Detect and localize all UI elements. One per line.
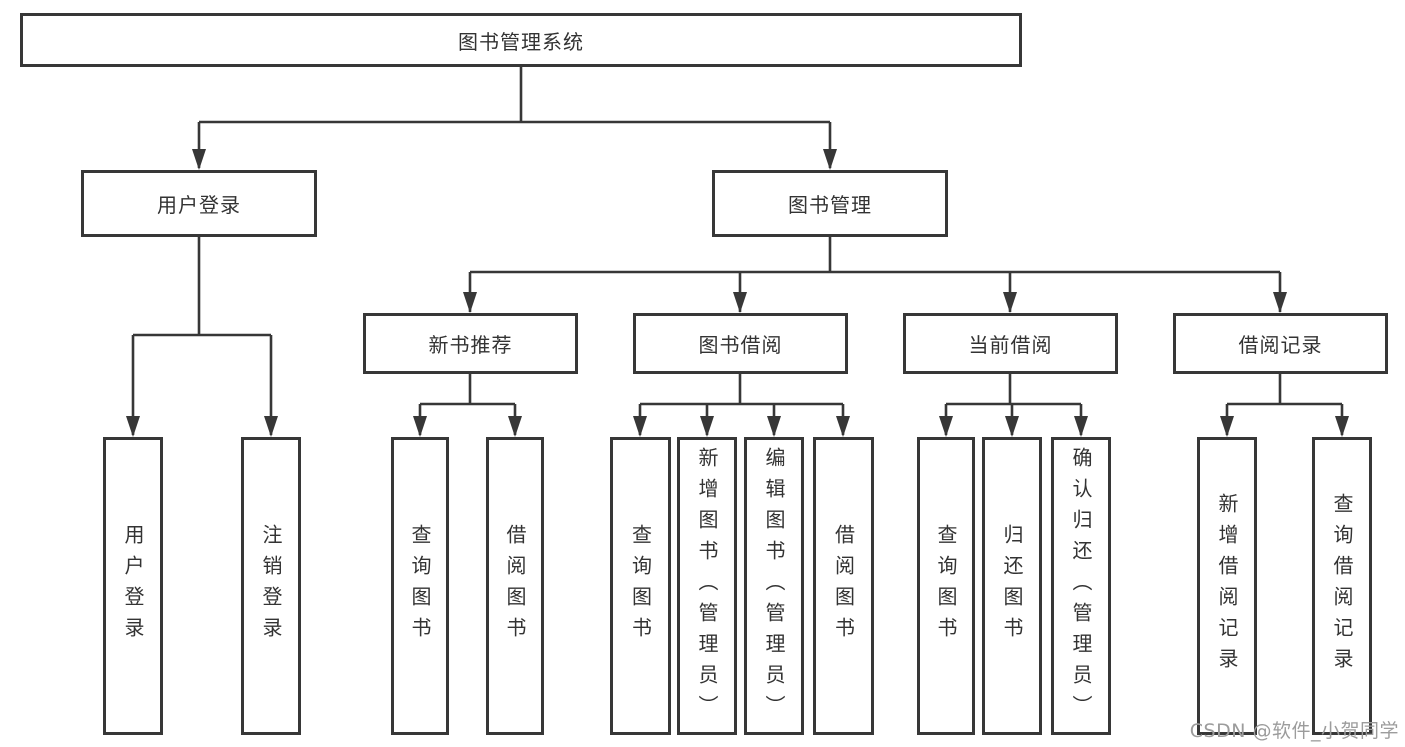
leaf-borrow-books-recommend: 借阅图书 [486, 437, 544, 735]
node-book-borrow: 图书借阅 [633, 313, 848, 374]
node-label: 用户登录 [157, 193, 241, 217]
node-label: 图书管理 [788, 193, 872, 217]
node-label: 注销登录 [259, 524, 283, 648]
node-label: 用户登录 [121, 524, 145, 648]
leaf-query-books-current: 查询图书 [917, 437, 975, 735]
node-label: 编辑图书（管理员） [762, 446, 786, 726]
leaf-confirm-return-admin: 确认归还（管理员） [1051, 437, 1111, 735]
node-book-management: 图书管理 [712, 170, 948, 237]
node-label: 借阅图书 [503, 524, 527, 648]
leaf-query-borrow-record: 查询借阅记录 [1312, 437, 1372, 735]
node-current-borrow: 当前借阅 [903, 313, 1118, 374]
node-label: 借阅记录 [1238, 333, 1323, 357]
leaf-logout: 注销登录 [241, 437, 301, 735]
node-label: 图书管理系统 [458, 29, 584, 54]
arrowheads [126, 149, 1349, 437]
node-library-management-system: 图书管理系统 [20, 13, 1022, 67]
leaf-borrow-books: 借阅图书 [813, 437, 874, 735]
leaf-add-books-admin: 新增图书（管理员） [677, 437, 737, 735]
leaf-user-login: 用户登录 [103, 437, 163, 735]
node-label: 新增借阅记录 [1215, 493, 1239, 679]
node-label: 新增图书（管理员） [695, 446, 719, 726]
node-user-login: 用户登录 [81, 170, 317, 237]
leaf-query-books-borrow: 查询图书 [610, 437, 671, 735]
node-label: 查询借阅记录 [1330, 493, 1354, 679]
csdn-watermark: CSDN @软件_小贺同学 [1189, 720, 1399, 742]
node-label: 当前借阅 [968, 333, 1053, 357]
leaf-return-books: 归还图书 [982, 437, 1042, 735]
node-label: 确认归还（管理员） [1069, 446, 1093, 726]
node-label: 查询图书 [408, 524, 432, 648]
node-label: 归还图书 [1000, 524, 1024, 648]
node-label: 查询图书 [628, 524, 653, 648]
node-label: 借阅图书 [831, 524, 856, 648]
node-borrow-records: 借阅记录 [1173, 313, 1388, 374]
leaf-edit-books-admin: 编辑图书（管理员） [744, 437, 804, 735]
node-label: 图书借阅 [698, 333, 783, 357]
leaf-add-borrow-record: 新增借阅记录 [1197, 437, 1257, 735]
leaf-query-books-recommend: 查询图书 [391, 437, 449, 735]
node-label: 查询图书 [934, 524, 958, 648]
node-label: 新书推荐 [428, 333, 513, 357]
node-new-book-recommend: 新书推荐 [363, 313, 578, 374]
